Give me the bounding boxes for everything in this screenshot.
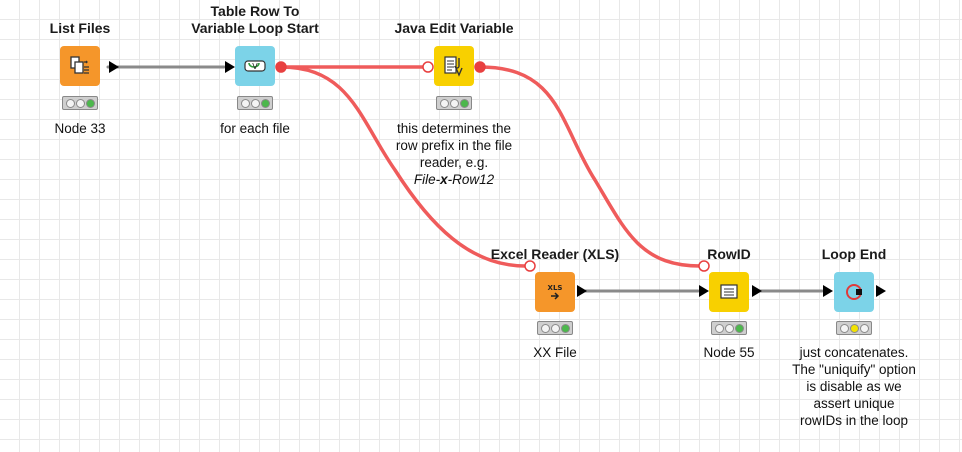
xls-icon: XLS bbox=[548, 284, 563, 300]
status-light-off bbox=[449, 98, 459, 108]
wire-loopstart-to-excel[interactable] bbox=[279, 65, 527, 268]
status-light-off bbox=[250, 98, 260, 108]
annotation-line: reader, e.g. bbox=[419, 155, 489, 170]
annotation-line: Node 55 bbox=[703, 345, 755, 360]
annotation-line: just concatenates. bbox=[799, 345, 909, 360]
excel-reader-status-lights bbox=[537, 321, 573, 335]
status-light-off bbox=[859, 323, 869, 333]
rowid-status-lights bbox=[711, 321, 747, 335]
list-files-status-lights bbox=[62, 96, 98, 110]
table-row-loop-out-variable-port[interactable] bbox=[275, 60, 287, 74]
rowid-node[interactable] bbox=[709, 272, 749, 312]
title-line: RowID bbox=[707, 246, 751, 262]
status-light-off bbox=[240, 98, 250, 108]
annotation-line: Node 33 bbox=[54, 121, 106, 136]
excel-reader-out-data-port[interactable] bbox=[576, 284, 588, 298]
rowid-out-data-port[interactable] bbox=[751, 284, 763, 298]
java-edit-variable-status-lights bbox=[436, 96, 472, 110]
status-light-green bbox=[260, 98, 270, 108]
annotation-line: for each file bbox=[220, 121, 290, 136]
loop-end-status-lights bbox=[836, 321, 872, 335]
title-line: Java Edit Variable bbox=[394, 20, 514, 36]
java-edit-variable-annotation: this determines the row prefix in the fil… bbox=[396, 120, 512, 188]
status-light-off bbox=[65, 98, 75, 108]
annotation-line: assert unique bbox=[813, 396, 895, 411]
title-line: Loop End bbox=[821, 246, 887, 262]
files-icon bbox=[70, 56, 89, 74]
status-light-yellow bbox=[849, 323, 859, 333]
rowid-in-variable-port[interactable] bbox=[698, 259, 710, 273]
table-row-loop-status-lights bbox=[237, 96, 273, 110]
loop-end-in-data-port[interactable] bbox=[822, 284, 834, 298]
status-light-green bbox=[734, 323, 744, 333]
rowid-annotation: Node 55 bbox=[703, 344, 754, 361]
java-variable-icon bbox=[444, 56, 463, 77]
annotation-example: File-x-Row12 bbox=[413, 172, 495, 187]
rowid-title: RowID bbox=[707, 246, 751, 263]
title-line: Variable Loop Start bbox=[191, 20, 319, 36]
loop-end-annotation: just concatenates. The "uniquify" option i… bbox=[792, 344, 916, 429]
list-files-annotation: Node 33 bbox=[54, 120, 105, 137]
rowid-in-data-port[interactable] bbox=[698, 284, 710, 298]
status-light-green bbox=[560, 323, 570, 333]
status-light-off bbox=[540, 323, 550, 333]
status-light-off bbox=[550, 323, 560, 333]
status-light-off bbox=[724, 323, 734, 333]
java-edit-variable-out-variable-port[interactable] bbox=[474, 60, 486, 74]
list-files-out-data-port[interactable] bbox=[108, 60, 120, 74]
rowid-icon bbox=[720, 284, 738, 299]
loop-end-out-data-port[interactable] bbox=[875, 284, 887, 298]
status-light-off bbox=[75, 98, 85, 108]
list-files-title: List Files bbox=[50, 20, 111, 37]
annotation-line: this determines the bbox=[396, 121, 512, 136]
excel-reader-title: Excel Reader (XLS) bbox=[491, 246, 619, 263]
status-light-off bbox=[714, 323, 724, 333]
svg-text:XLS: XLS bbox=[548, 284, 563, 292]
list-files-node[interactable] bbox=[60, 46, 100, 86]
annotation-line: The "uniquify" option bbox=[792, 362, 916, 377]
wire-javaedit-to-rowid[interactable] bbox=[478, 65, 702, 268]
svg-text:V: V bbox=[252, 62, 258, 71]
java-edit-variable-in-variable-port[interactable] bbox=[422, 60, 434, 74]
table-row-loop-annotation: for each file bbox=[220, 120, 290, 137]
loop-end-icon bbox=[846, 284, 862, 300]
annotation-line: is disable as we bbox=[806, 379, 902, 394]
status-light-off bbox=[439, 98, 449, 108]
annotation-line: XX File bbox=[533, 345, 577, 360]
title-line: Table Row To bbox=[210, 3, 300, 19]
excel-reader-in-variable-port[interactable] bbox=[524, 259, 536, 273]
java-edit-variable-node[interactable] bbox=[434, 46, 474, 86]
status-light-off bbox=[839, 323, 849, 333]
table-row-loop-in-data-port[interactable] bbox=[224, 60, 236, 74]
annotation-line: rowIDs in the loop bbox=[799, 413, 909, 428]
loop-start-icon: V bbox=[244, 60, 266, 72]
annotation-line: row prefix in the file bbox=[395, 138, 513, 153]
title-line: List Files bbox=[49, 20, 111, 36]
status-light-green bbox=[85, 98, 95, 108]
title-line: Excel Reader (XLS) bbox=[490, 246, 620, 262]
excel-reader-node[interactable]: XLS bbox=[535, 272, 575, 312]
excel-reader-annotation: XX File bbox=[533, 344, 577, 361]
status-light-green bbox=[459, 98, 469, 108]
table-row-loop-node[interactable]: V bbox=[235, 46, 275, 86]
loop-end-title: Loop End bbox=[822, 246, 887, 263]
loop-end-node[interactable] bbox=[834, 272, 874, 312]
java-edit-variable-title: Java Edit Variable bbox=[394, 20, 513, 37]
